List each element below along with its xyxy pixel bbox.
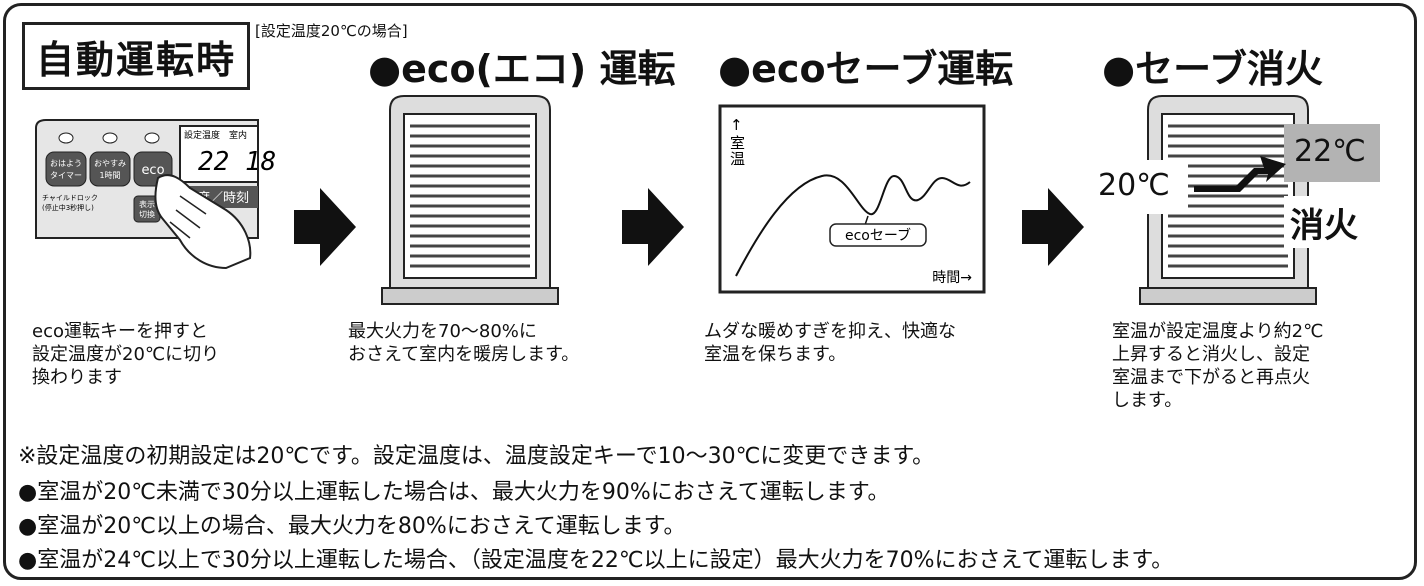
save-off-desc: 室温が設定温度より約2℃ 上昇すると消火し、設定 室温まで下がると再点火 します…: [1112, 321, 1324, 411]
svg-text:↑: ↑: [730, 116, 743, 134]
graph-x-label: 時間→: [932, 270, 972, 286]
rise-arrow-icon: [1194, 156, 1286, 192]
outer-frame: [3, 3, 1417, 580]
svg-text:(停止中3秒押し): (停止中3秒押し): [42, 203, 94, 212]
right-arrow-icon: [294, 188, 356, 266]
svg-text:ecoセーブ: ecoセーブ: [845, 227, 911, 244]
svg-text:おやすみ: おやすみ: [94, 159, 126, 168]
control-panel-illustration: 設定温度 室内 22 18 温度／時刻 おはよう タイマー おやすみ 1時間 e…: [35, 119, 276, 270]
svg-text:表示: 表示: [139, 199, 155, 209]
display-digits: 22 18: [198, 147, 276, 177]
svg-text:チャイルドロック: チャイルドロック: [42, 194, 98, 202]
eco-save-callout: [829, 223, 927, 247]
off-label-box: [1284, 196, 1370, 248]
off-label: 消火: [1290, 206, 1358, 246]
footer-bullet: ●室温が24℃以上で30分以上運転した場合、（設定温度を22℃以上に設定）最大火…: [18, 548, 1174, 573]
display-window: [179, 125, 259, 183]
footer-bullet: ●室温が20℃未満で30分以上運転した場合は、最大火力を90%におさえて運転しま…: [18, 480, 890, 505]
heater-illustration: [381, 95, 559, 305]
heater-illustration: [1139, 95, 1317, 305]
temp-to: 22℃: [1294, 134, 1366, 169]
footer-note: ※設定温度の初期設定は20℃です。設定温度は、温度設定キーで10〜30℃に変更で…: [18, 444, 935, 469]
hand-icon: [154, 174, 252, 270]
step-title-save-off: ●セーブ消火: [1102, 47, 1323, 91]
footer-bullet: ●室温が20℃以上の場合、最大火力を80%におさえて運転します。: [18, 514, 686, 539]
right-arrow-icon: [622, 188, 684, 266]
eco-save-desc: ムダな暖めすぎを抑え、快適な 室温を保ちます。: [704, 321, 956, 365]
svg-text:室: 室: [730, 134, 745, 152]
target-temp-box: [1284, 124, 1380, 182]
panel-desc: eco運転キーを押すと 設定温度が20℃に切り 換わります: [32, 321, 220, 388]
room-temp-graph: ↑ 室 温 ecoセーブ 時間→: [718, 104, 986, 294]
svg-text:タイマー: タイマー: [50, 171, 82, 180]
right-arrow-icon: [1022, 188, 1084, 266]
ohayo-timer-button: [45, 151, 87, 187]
condition-note: [設定温度20℃の場合]: [255, 22, 408, 40]
start-temp-box: [1094, 160, 1188, 214]
svg-text:1時間: 1時間: [99, 171, 120, 180]
eco-desc: 最大火力を70〜80%に おさえて室内を暖房します。: [348, 321, 580, 365]
svg-text:おはよう: おはよう: [50, 159, 82, 168]
svg-text:切換: 切換: [139, 209, 155, 219]
step-title-eco-save: ●ecoセーブ運転: [718, 47, 1014, 91]
step-title-eco: ●eco(エコ) 運転: [368, 47, 676, 91]
svg-text:温: 温: [730, 150, 745, 168]
svg-text:eco: eco: [141, 163, 164, 178]
temp-from: 20℃: [1098, 168, 1170, 203]
temperature-curve: [735, 174, 971, 277]
oyasumi-button: [89, 151, 131, 187]
mode-label: 自動運転時: [22, 22, 250, 90]
display-header: 設定温度 室内: [184, 129, 247, 141]
